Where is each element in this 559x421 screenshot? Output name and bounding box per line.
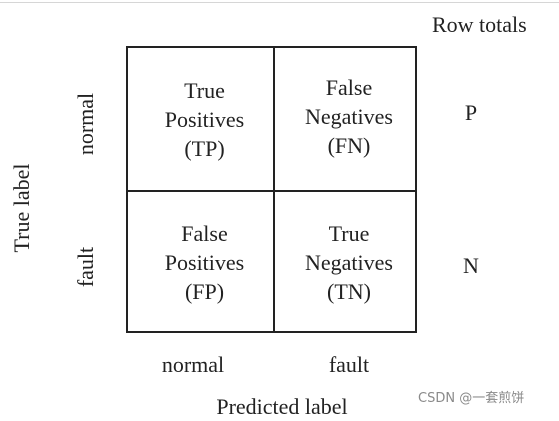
matrix-horizontal-divider	[128, 190, 415, 192]
cell-true-positives: True Positives (TP)	[128, 48, 281, 190]
column-label-fault: fault	[328, 352, 370, 377]
cell-line: True	[328, 220, 370, 246]
cell-line: (TP)	[184, 135, 225, 161]
cell-line: Positives	[164, 249, 245, 275]
y-axis-label: True label	[9, 163, 34, 253]
top-divider	[0, 2, 559, 3]
row-label-normal: normal	[73, 92, 98, 156]
cell-line: (FN)	[327, 132, 371, 158]
cell-line: False	[325, 74, 373, 100]
row-total-positive: P	[464, 100, 478, 125]
cell-line: Negatives	[305, 249, 393, 275]
cell-line: (FP)	[184, 278, 225, 304]
row-totals-heading: Row totals	[432, 12, 527, 37]
cell-line: False	[181, 220, 228, 246]
matrix-vertical-divider	[273, 48, 275, 331]
cell-line: True	[184, 77, 225, 103]
row-total-negative: N	[463, 253, 479, 278]
cell-false-negatives: False Negatives (FN)	[273, 48, 425, 184]
cell-line: (TN)	[327, 278, 371, 304]
column-label-normal: normal	[161, 352, 225, 377]
confusion-matrix: True Positives (TP) False Negatives (FN)…	[126, 46, 417, 333]
cell-line: Negatives	[305, 103, 393, 129]
row-label-fault: fault	[73, 246, 98, 288]
cell-true-negatives: True Negatives (TN)	[273, 192, 425, 332]
cell-false-positives: False Positives (FP)	[128, 192, 281, 332]
watermark: CSDN @一套煎饼	[418, 391, 525, 406]
cell-line: Positives	[164, 106, 245, 132]
x-axis-label: Predicted label	[216, 394, 348, 419]
